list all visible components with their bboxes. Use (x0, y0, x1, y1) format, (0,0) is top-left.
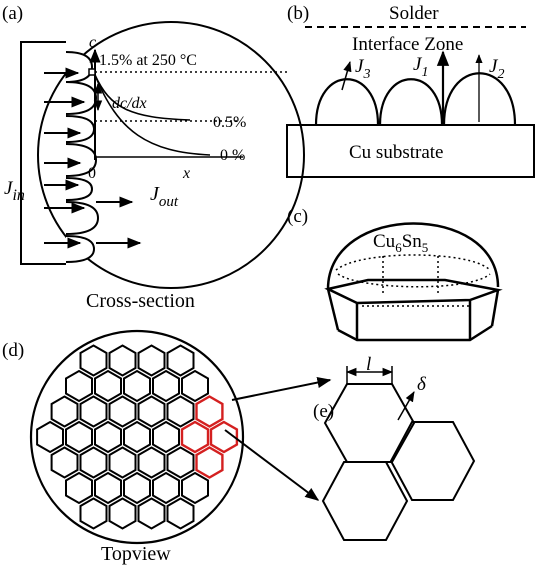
slope-label: dc/dx (112, 95, 147, 112)
hex-grain (36, 420, 64, 454)
gap-arrow (397, 391, 415, 421)
hex-grain (123, 471, 151, 505)
hex-grain (123, 420, 151, 454)
grain-backing-bracket (20, 41, 66, 265)
flux-j1-label: J1 (413, 54, 428, 80)
length-label: l (366, 354, 371, 375)
cu-substrate-label: Cu substrate (349, 142, 443, 163)
hex-grain (108, 344, 137, 377)
panel-b: (b) Solder Interface Zone Cu substrate J… (286, 3, 535, 178)
solubility-label: 1.5% at 250 °C (99, 52, 197, 69)
mid-level-label: 0.5% (213, 114, 246, 131)
flux-j3-arrow (341, 60, 352, 91)
hex-grain (65, 369, 93, 403)
panel-e: (e) l δ (313, 354, 476, 541)
hex-grain (50, 395, 79, 428)
hex-grain (166, 395, 195, 428)
hex-grain (79, 344, 108, 377)
hex-grain (166, 344, 195, 377)
topview-circle (29, 329, 245, 545)
flux-j3-label: J3 (355, 56, 370, 82)
highlighted-hex-grain (195, 446, 224, 479)
hex-grain (65, 471, 93, 505)
hex-grain (166, 446, 195, 479)
panel-c-letter: (c) (287, 206, 308, 227)
scallop-grains (314, 72, 517, 126)
hex-grain (108, 497, 137, 530)
cross-section-circle (37, 21, 305, 289)
flux-in-arrows (44, 67, 86, 249)
hex-grain (181, 369, 209, 403)
flux-out-arrows (96, 196, 142, 249)
origin-label: 0 (88, 165, 96, 182)
highlighted-hex-grain (180, 420, 210, 454)
hex-grain (137, 395, 166, 428)
solder-label: Solder (389, 3, 439, 24)
hex-grain (65, 420, 93, 454)
grain-prism-3d (324, 222, 503, 342)
panel-d: (d) Topview (2, 329, 245, 565)
x-axis-label: x (182, 165, 190, 182)
hex-grain (181, 471, 209, 505)
panel-c: (c) Cu6Sn5 (287, 206, 503, 342)
hex-grain (123, 369, 151, 403)
c-axis-label: c (89, 34, 96, 51)
hex-grain (79, 446, 108, 479)
hex-grain (79, 395, 108, 428)
hex-grain (137, 497, 166, 530)
interface-point-marker (88, 68, 96, 76)
flux-out-label: Jout (150, 183, 179, 210)
hex-grain (94, 420, 122, 454)
hex-grain (94, 471, 122, 505)
zoom-arrow-lower (224, 429, 320, 501)
profile-curve-low (94, 74, 211, 156)
hex-grain (152, 420, 180, 454)
panel-a: (a) (2, 3, 305, 312)
highlighted-hex-grain (195, 395, 224, 428)
hex-grain (50, 446, 79, 479)
hex-grain (94, 369, 122, 403)
cu-substrate-block (286, 124, 535, 178)
zoom-arrow-upper (231, 377, 332, 401)
highlighted-hex-grain (209, 420, 239, 454)
hex-grain-network (36, 344, 239, 530)
hex-grain (152, 471, 180, 505)
hex-pair-detail (321, 383, 476, 541)
hex-grain (108, 446, 137, 479)
panel-d-letter: (d) (2, 340, 24, 361)
hex-grain (166, 497, 195, 530)
compound-label: Cu6Sn5 (373, 231, 428, 255)
grain-bumps (65, 51, 100, 263)
hex-grain (137, 446, 166, 479)
hex-grain (108, 395, 137, 428)
flux-j2-label: J2 (489, 56, 504, 82)
panel-a-letter: (a) (2, 3, 23, 24)
gap-label: δ (417, 374, 427, 395)
hex-grain (137, 344, 166, 377)
interface-zone-label: Interface Zone (352, 34, 463, 55)
panel-b-letter: (b) (287, 3, 309, 24)
cross-section-caption: Cross-section (86, 290, 195, 312)
low-level-label: 0 % (220, 147, 245, 164)
hex-grain (79, 497, 108, 530)
hex-grain (152, 369, 180, 403)
topview-caption: Topview (101, 543, 171, 565)
flux-in-label: Jin (4, 178, 25, 204)
